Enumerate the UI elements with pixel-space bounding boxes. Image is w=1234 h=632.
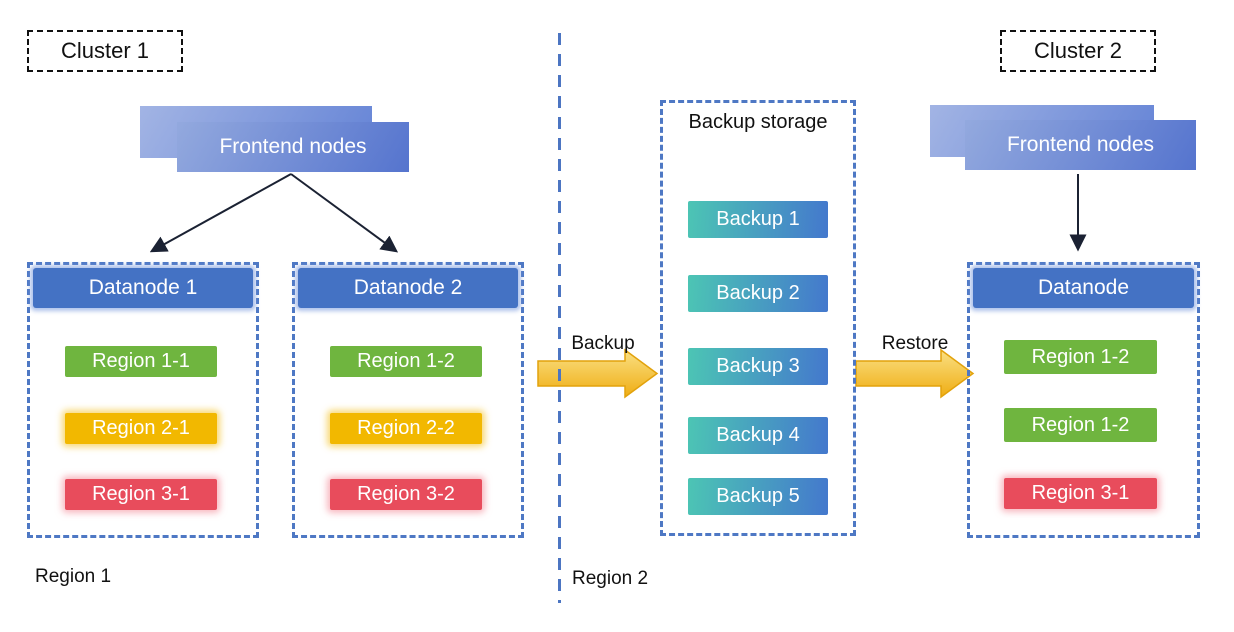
region-1-1-box: Region 1-1 (65, 346, 217, 377)
backup4-box: Backup 4 (688, 417, 828, 454)
frontend1-box: Frontend nodes (177, 122, 409, 172)
frontend2-label: Frontend nodes (1006, 133, 1155, 156)
backup-storage-container (660, 100, 856, 536)
region-3-1-label: Region 3-1 (92, 483, 190, 505)
backup4-label: Backup 4 (716, 424, 800, 446)
cluster2-datanode-title: Datanode (1037, 276, 1130, 299)
datanode2-header: Datanode 2 (298, 268, 518, 308)
frontend2-box: Frontend nodes (965, 120, 1196, 170)
frontend1-label: Frontend nodes (219, 135, 367, 158)
c2-region-1-2b-box: Region 1-2 (1004, 408, 1157, 442)
c2-region-1-2a-box: Region 1-2 (1004, 340, 1157, 374)
region-3-2-label: Region 3-2 (357, 483, 455, 505)
backup3-label: Backup 3 (716, 355, 800, 377)
c2-region-1-2a-label: Region 1-2 (1031, 345, 1130, 368)
cluster2-label-text: Cluster 2 (1033, 38, 1123, 63)
c2-region-1-2b-label: Region 1-2 (1031, 413, 1130, 436)
region1-footer-label: Region 1 (35, 566, 112, 587)
backup2-label: Backup 2 (716, 282, 800, 304)
backup1-label: Backup 1 (716, 208, 800, 230)
restore-flow-label: Restore (881, 333, 949, 354)
backup-storage-title: Backup storage (688, 111, 828, 133)
region-divider-line (558, 33, 561, 603)
backup5-box: Backup 5 (688, 478, 828, 515)
datanode2-title: Datanode 2 (353, 276, 463, 299)
backup3-box: Backup 3 (688, 348, 828, 385)
cluster2-label: Cluster 2 (1000, 30, 1156, 72)
region-2-1-label: Region 2-1 (92, 417, 190, 439)
region-3-2-box: Region 3-2 (330, 479, 482, 510)
region-1-1-label: Region 1-1 (92, 350, 190, 372)
region-1-2-box: Region 1-2 (330, 346, 482, 377)
restore-block-arrow (855, 348, 975, 399)
backup-flow-label: Backup (571, 333, 635, 354)
datanode1-header: Datanode 1 (33, 268, 253, 308)
region-2-2-box: Region 2-2 (330, 413, 482, 444)
c2-region-3-1-label: Region 3-1 (1031, 482, 1130, 504)
region-2-2-label: Region 2-2 (357, 417, 455, 439)
c2-region-3-1-box: Region 3-1 (1004, 478, 1157, 509)
cluster1-label: Cluster 1 (27, 30, 183, 72)
datanode1-container (27, 262, 259, 538)
region-2-1-box: Region 2-1 (65, 413, 217, 444)
frontend1-to-datanode1-arrow (149, 173, 292, 253)
frontend1-to-datanode2-arrow (290, 173, 399, 253)
backup5-label: Backup 5 (716, 485, 800, 507)
datanode1-title: Datanode 1 (88, 276, 198, 299)
region2-footer-label: Region 2 (572, 568, 649, 589)
backup-block-arrow (537, 348, 659, 399)
cluster1-label-text: Cluster 1 (60, 38, 150, 63)
cluster2-datanode-container (967, 262, 1200, 538)
datanode2-container (292, 262, 524, 538)
backup2-box: Backup 2 (688, 275, 828, 312)
region-1-2-label: Region 1-2 (357, 350, 455, 372)
backup1-box: Backup 1 (688, 201, 828, 238)
cluster2-datanode-header: Datanode (973, 268, 1194, 308)
region-3-1-box: Region 3-1 (65, 479, 217, 510)
